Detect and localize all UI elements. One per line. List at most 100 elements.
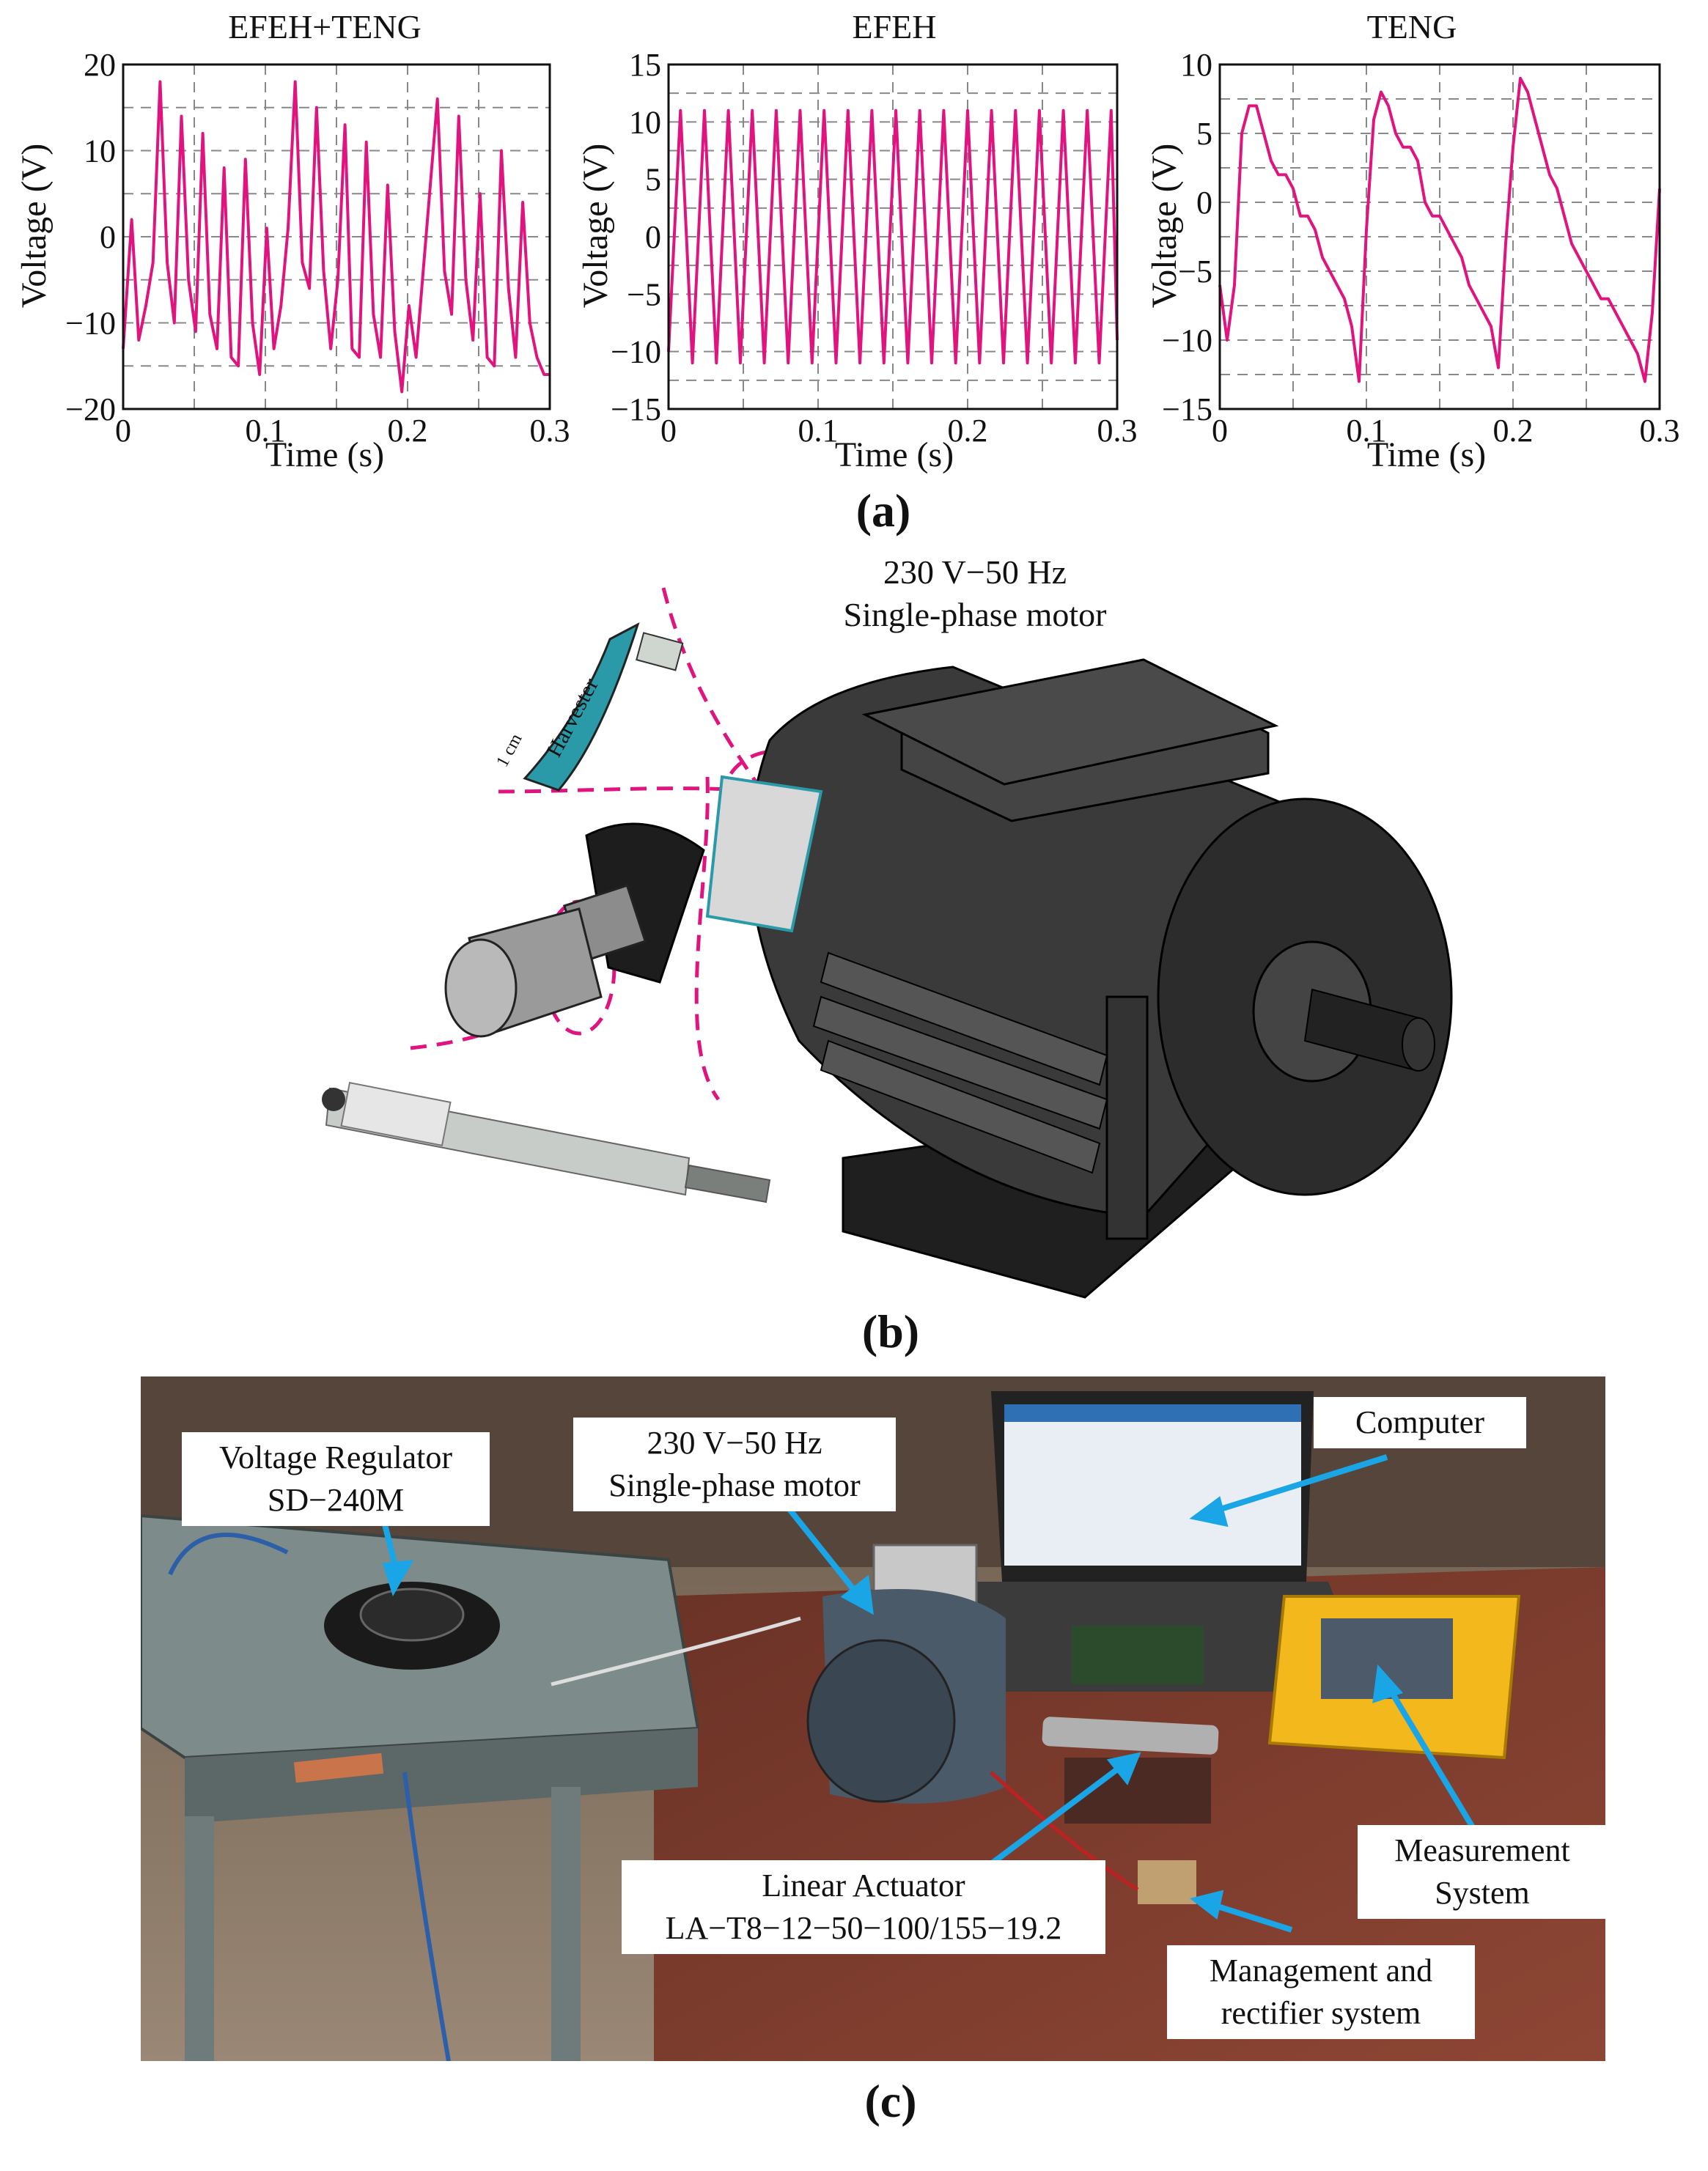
- x-tick-label: 0: [1212, 413, 1228, 449]
- actuator-label-plate: [340, 1082, 452, 1146]
- y-tick-label: −10: [611, 334, 661, 370]
- motor-caption-line1: 230 V−50 Hz: [883, 553, 1067, 591]
- y-tick-label: 5: [645, 162, 661, 198]
- regulator-table-edge: [185, 1728, 698, 1824]
- callout-computer: Computer: [1314, 1397, 1526, 1448]
- x-tick-label: 0.3: [530, 413, 570, 449]
- cooling-fin: [820, 1039, 1101, 1174]
- plot-efeh: EFEH 15 10 5 0 −5 −10 −15 0 0.1 0.2 0.3 …: [569, 0, 1138, 498]
- series-line: [667, 108, 1119, 365]
- x-tick-label: 0: [115, 413, 131, 449]
- panel-label-a: (a): [855, 484, 911, 537]
- motor-drawing: [705, 658, 1453, 1299]
- arrow-head: [840, 1574, 874, 1615]
- linear-actuator: [1042, 1717, 1219, 1755]
- regulator-dial: [359, 1588, 465, 1642]
- callout-text: 230 V−50 Hz: [647, 1425, 822, 1461]
- panel-label-c: (c): [864, 2075, 917, 2127]
- guide-line: [498, 786, 763, 794]
- plot-teng: TENG 10 5 0 −5 −10 −15 0 0.1 0.2 0.3 Tim…: [1138, 0, 1708, 498]
- x-tick-label: 0.3: [1097, 413, 1138, 449]
- x-tick-label: 0.1: [1347, 413, 1387, 449]
- y-tick-label: −10: [65, 306, 116, 342]
- y-tick-label: 0: [100, 219, 116, 255]
- y-tick-label: −10: [1162, 322, 1212, 358]
- linear-actuator-drawing: [322, 1082, 771, 1204]
- rectifier-board: [1138, 1860, 1196, 1904]
- plot-title: TENG: [1367, 8, 1457, 45]
- magnet-holder: [444, 822, 705, 1038]
- plot-title: EFEH+TENG: [228, 8, 422, 45]
- y-axis-label: Voltage (V): [15, 144, 54, 308]
- shaft-end: [1402, 1017, 1435, 1072]
- callout-linear-actuator: Linear Actuator LA−T8−12−50−100/155−19.2: [622, 1860, 1105, 1954]
- guide-line: [661, 587, 765, 793]
- callout-text: SD−240M: [267, 1482, 405, 1518]
- copper-bar: [293, 1752, 384, 1783]
- callout-text: Voltage Regulator: [218, 1440, 453, 1475]
- y-tick-label: 5: [1196, 116, 1212, 152]
- cable: [990, 1771, 1139, 1892]
- plot-frame: [122, 63, 551, 410]
- callout-motor: 230 V−50 Hz Single-phase motor: [573, 1418, 896, 1511]
- arrow: [1384, 1682, 1478, 1833]
- arrow-head: [1190, 1890, 1224, 1920]
- arrow: [1210, 1454, 1388, 1515]
- y-ticks: 15 10 5 0 −5 −10 −15: [611, 47, 661, 427]
- y-tick-label: 0: [1196, 185, 1212, 221]
- x-tick-label: 0.1: [798, 413, 839, 449]
- cable: [551, 1616, 801, 1687]
- table-leg: [185, 1816, 214, 2061]
- chart-efeh: EFEH 15 10 5 0 −5 −10 −15 0 0.1 0.2 0.3 …: [576, 8, 1138, 474]
- x-ticks: 0 0.1 0.2 0.3: [660, 413, 1138, 449]
- y-tick-label: −15: [611, 391, 661, 427]
- setup-photo: Voltage Regulator SD−240M 230 V−50 Hz Si…: [141, 1376, 1605, 2061]
- y-tick-label: 10: [1180, 47, 1212, 83]
- actuator-rod: [684, 1164, 771, 1204]
- harvester-electrode: [636, 632, 684, 671]
- y-tick-label: 0: [645, 219, 661, 255]
- x-tick-label: 0.1: [246, 413, 286, 449]
- plot-frame: [667, 63, 1119, 410]
- callout-measurement-system: Measurement System: [1358, 1825, 1605, 1919]
- harvester: Harvester 1 cm: [493, 622, 684, 792]
- x-tick-label: 0.2: [948, 413, 988, 449]
- x-axis-label: Time (s): [835, 435, 954, 474]
- laptop-screen: [1004, 1404, 1301, 1566]
- y-tick-label: 10: [629, 104, 661, 140]
- y-ticks: 20 10 0 −10 −20: [65, 47, 116, 427]
- arrow: [989, 1762, 1125, 1867]
- x-tick-label: 0.2: [1493, 413, 1534, 449]
- arrow-head: [1189, 1496, 1229, 1527]
- callout-text: Management and: [1209, 1953, 1433, 1988]
- y-tick-label: −15: [1162, 391, 1212, 427]
- guide-line: [694, 776, 721, 1101]
- x-axis-label: Time (s): [1367, 435, 1486, 474]
- y-axis-label: Voltage (V): [1145, 144, 1184, 308]
- y-tick-label: 20: [84, 47, 116, 83]
- laptop-screen-bar: [1004, 1404, 1301, 1422]
- actuator-mount: [322, 1088, 345, 1111]
- voltage-trace: [122, 80, 550, 394]
- y-axis-label: Voltage (V): [576, 144, 615, 308]
- grid-lines: [1220, 64, 1660, 409]
- cable: [402, 1772, 451, 2061]
- chart-efeh-teng: EFEH+TENG 20 10 0 −10 −20 0 0.1 0.2 0.3 …: [15, 8, 570, 474]
- y-tick-label: −5: [627, 276, 661, 312]
- series-line: [1218, 76, 1661, 383]
- scale-label: 1 cm: [493, 731, 526, 770]
- arrow-head: [1106, 1752, 1141, 1785]
- y-tick-label: −20: [65, 391, 116, 427]
- chart-teng: TENG 10 5 0 −5 −10 −15 0 0.1 0.2 0.3 Tim…: [1145, 8, 1680, 474]
- y-tick-label: −5: [1178, 254, 1212, 290]
- motor-schematic: Harvester 1 cm: [322, 587, 1453, 1299]
- plot-frame: [1218, 63, 1661, 410]
- mounted-harvester: [705, 775, 823, 933]
- terminal-box-lid: [861, 658, 1279, 786]
- series-line: [122, 80, 550, 394]
- y-ticks: 10 5 0 −5 −10 −15: [1162, 47, 1212, 427]
- cooling-fin: [820, 951, 1108, 1086]
- x-axis-label: Time (s): [265, 435, 384, 474]
- motor-fan-cover: [806, 1639, 956, 1803]
- circuit-board: [1072, 1626, 1204, 1684]
